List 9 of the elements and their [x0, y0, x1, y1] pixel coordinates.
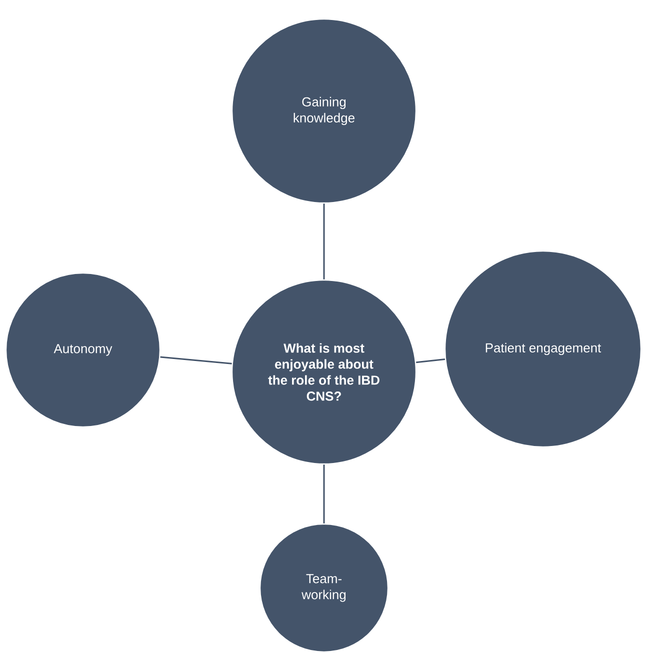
circle-node: What is most enjoyable about the role of the IBD CNS? — [231, 279, 417, 465]
connector-line — [160, 356, 232, 364]
connector-line — [416, 358, 446, 364]
circle-node: Team-working — [259, 523, 389, 653]
connector-line — [323, 464, 325, 524]
circle-node: Patient engagement — [444, 250, 642, 448]
circle-node: Autonomy — [5, 272, 161, 428]
circle-node: Gaining knowledge — [231, 18, 417, 204]
connector-line — [323, 204, 325, 280]
